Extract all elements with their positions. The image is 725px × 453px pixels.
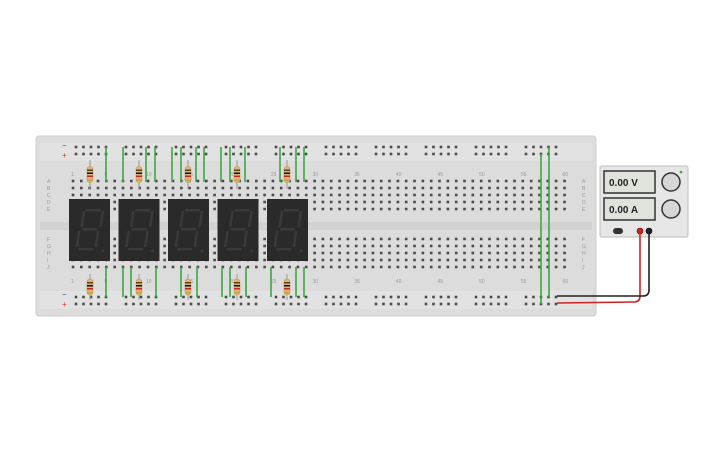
column-label: 60	[562, 279, 568, 285]
breadboard-holes[interactable]	[71, 145, 566, 306]
row-label: H	[47, 251, 51, 257]
column-label: 30	[313, 172, 319, 178]
bottom-power-rail[interactable]	[40, 291, 592, 309]
row-label: G	[47, 244, 51, 250]
resistors[interactable]	[86, 160, 291, 300]
current-display	[603, 197, 656, 221]
black-supply-wire[interactable]	[557, 231, 650, 297]
column-label: 10	[146, 279, 152, 285]
power-switch[interactable]	[613, 228, 623, 234]
row-label: J	[582, 265, 585, 271]
seven-segment-display[interactable]	[267, 199, 308, 261]
top-power-rail[interactable]	[40, 143, 592, 161]
row-label: A	[582, 179, 586, 185]
resistor[interactable]	[184, 160, 192, 189]
column-label: 35	[354, 279, 360, 285]
resistor[interactable]	[86, 274, 94, 300]
seven-segment-display[interactable]	[168, 199, 209, 261]
row-label: I	[582, 258, 583, 264]
column-label: 30	[313, 279, 319, 285]
power-indicator-icon	[679, 170, 683, 174]
column-label: 20	[229, 172, 235, 178]
row-label: B	[47, 186, 51, 192]
voltage-reading: 0.00 V	[609, 178, 638, 189]
row-label: H	[582, 251, 586, 257]
resistor[interactable]	[233, 274, 241, 300]
column-label: 20	[229, 279, 235, 285]
rail-minus-top: −	[62, 141, 67, 150]
resistor[interactable]	[184, 274, 192, 300]
breadboard-labels: 1510152025303540455055601510152025303540…	[47, 172, 586, 285]
resistor[interactable]	[86, 160, 94, 189]
seven-segment-display[interactable]	[217, 199, 259, 261]
seven-segment-display[interactable]	[118, 199, 160, 261]
row-label: G	[582, 244, 586, 250]
column-label: 60	[562, 172, 568, 178]
row-label: I	[47, 258, 48, 264]
row-label: D	[47, 200, 51, 206]
column-label: 35	[354, 172, 360, 178]
voltage-knob[interactable]	[661, 172, 681, 192]
row-label: E	[47, 207, 51, 213]
rail-plus-top: +	[62, 151, 67, 160]
seven-segment-display[interactable]	[69, 199, 110, 261]
column-label: 55	[521, 279, 527, 285]
column-label: 40	[396, 279, 402, 285]
resistor[interactable]	[283, 274, 291, 300]
column-label: 45	[438, 172, 444, 178]
current-reading: 0.00 A	[609, 205, 638, 216]
row-label: J	[47, 265, 50, 271]
column-label: 25	[271, 172, 277, 178]
column-label: 50	[479, 279, 485, 285]
column-label: 25	[271, 279, 277, 285]
breadboard[interactable]: 1510152025303540455055601510152025303540…	[35, 135, 597, 317]
resistor[interactable]	[283, 160, 291, 189]
rail-minus-bottom: −	[62, 290, 67, 299]
row-label: F	[582, 237, 585, 243]
row-label: D	[582, 200, 586, 206]
row-label: E	[582, 207, 586, 213]
jumper-wires[interactable]	[105, 147, 550, 304]
power-supply[interactable]: 0.00 V 0.00 A	[599, 165, 689, 238]
row-label: B	[582, 186, 586, 192]
column-label: 1	[71, 172, 74, 178]
current-knob[interactable]	[661, 199, 681, 219]
column-label: 1	[71, 279, 74, 285]
row-label: C	[47, 193, 51, 199]
column-label: 55	[521, 172, 527, 178]
column-label: 40	[396, 172, 402, 178]
column-label: 45	[438, 279, 444, 285]
row-label: A	[47, 179, 51, 185]
resistor[interactable]	[135, 274, 143, 300]
column-label: 50	[479, 172, 485, 178]
resistor[interactable]	[233, 160, 241, 189]
row-label: F	[47, 237, 50, 243]
row-label: C	[582, 193, 586, 199]
column-label: 10	[146, 172, 152, 178]
resistor[interactable]	[135, 160, 143, 189]
voltage-display	[603, 170, 656, 194]
seven-segment-displays[interactable]	[69, 199, 308, 261]
rail-plus-bottom: +	[62, 300, 67, 309]
